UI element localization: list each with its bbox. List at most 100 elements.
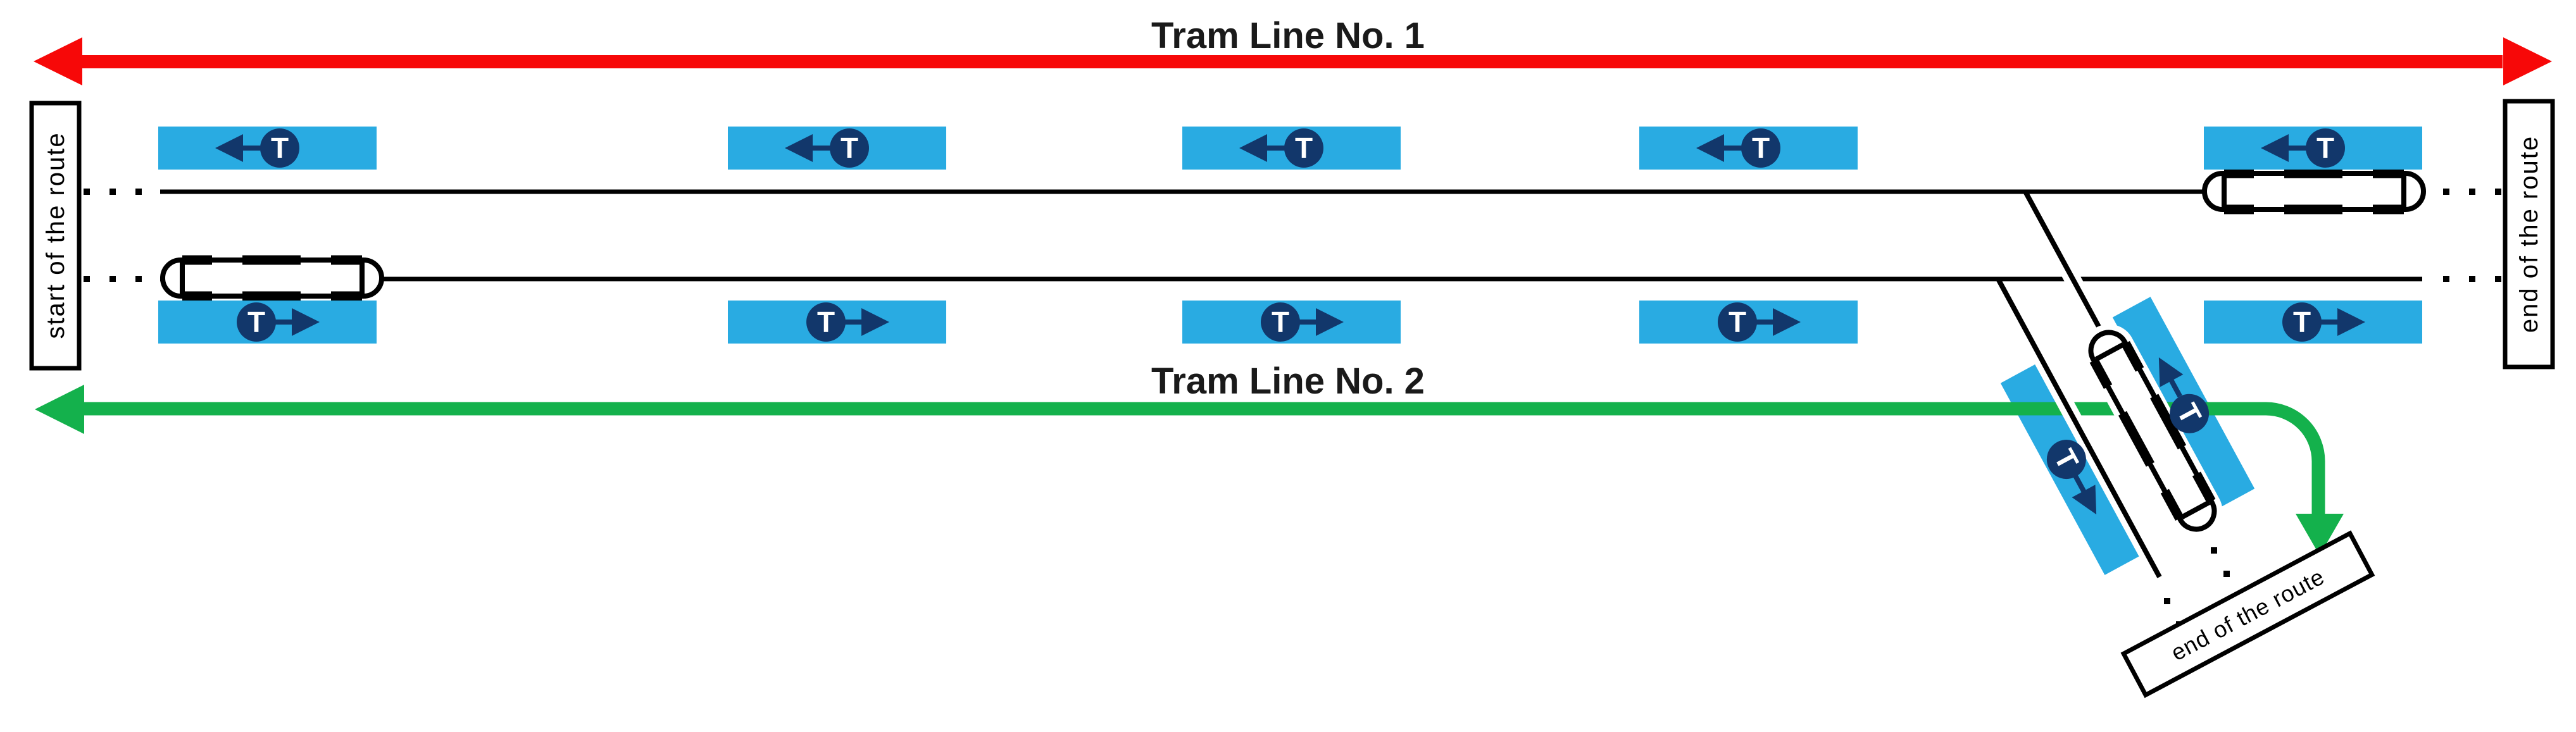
tram-stop-icon bbox=[2170, 394, 2210, 433]
lower-stop-2: T bbox=[728, 301, 946, 344]
tram-cab-dividers bbox=[2094, 342, 2211, 519]
dot bbox=[2443, 189, 2449, 195]
tram-line-2-path bbox=[81, 402, 2325, 514]
left-arrow-icon bbox=[2261, 134, 2289, 162]
tram-edge-bands bbox=[2089, 341, 2216, 521]
tram-stop-icon bbox=[237, 302, 276, 342]
tram-line-2-title: Tram Line No. 2 bbox=[1151, 361, 1425, 402]
tram-stop-icon bbox=[260, 128, 299, 168]
stop-arrow-shaft bbox=[842, 319, 866, 325]
left-arrow-icon bbox=[1239, 134, 1267, 162]
branch-stop-left-marker: T bbox=[2046, 440, 2097, 515]
stop-arrow-shaft bbox=[238, 146, 263, 151]
tram-line-1-arrowhead-left bbox=[34, 37, 82, 85]
endpoint-box-frame bbox=[2503, 99, 2555, 369]
upper-stop-5: T bbox=[2204, 127, 2422, 170]
tram-stop-icon bbox=[830, 128, 869, 168]
tram-cab-dividers bbox=[180, 263, 365, 294]
stop-arrow-shaft bbox=[2318, 319, 2342, 325]
tram-line-2-arrowhead-left bbox=[35, 385, 84, 434]
stop-arrow-shaft bbox=[272, 319, 297, 325]
dot bbox=[2443, 276, 2449, 282]
down-branch-arrow-icon bbox=[2072, 485, 2097, 515]
stop-marker-letter: T bbox=[2293, 306, 2311, 338]
stop-arrow-shaft bbox=[1753, 319, 1778, 325]
tram-body bbox=[2202, 171, 2426, 212]
dot bbox=[135, 189, 142, 195]
tram-stop-icon bbox=[1718, 302, 1757, 342]
tram-stop-icon bbox=[1284, 128, 1323, 168]
stop-marker-letter: T bbox=[841, 132, 858, 164]
tram-stop-icon bbox=[2306, 128, 2345, 168]
dot bbox=[84, 276, 90, 282]
right-arrow-icon bbox=[1316, 308, 1344, 336]
lower-stop-5: T bbox=[2204, 301, 2422, 344]
dot bbox=[2469, 189, 2475, 195]
tram-stop-icon bbox=[2282, 302, 2322, 342]
tram-vehicle-upper-right bbox=[2202, 168, 2426, 214]
start-of-route-label: start of the route bbox=[42, 132, 70, 338]
stop-arrow-shaft bbox=[808, 146, 832, 151]
upper-stop-3: T bbox=[1182, 127, 1401, 170]
dot bbox=[135, 276, 142, 282]
right-arrow-icon bbox=[861, 308, 889, 336]
branch-stop-right-marker: T bbox=[2158, 357, 2210, 433]
lower-stop-3: T bbox=[1182, 301, 1401, 344]
end-of-route-branch-label: end of the route bbox=[2166, 563, 2329, 666]
stop-marker-letter: T bbox=[1295, 132, 1313, 164]
upper-stop-2: T bbox=[728, 127, 946, 170]
dot bbox=[84, 189, 90, 195]
upper-stop-4: T bbox=[1639, 127, 1858, 170]
tram-line-2-route bbox=[35, 385, 2344, 555]
tram-edge-bands bbox=[2224, 168, 2404, 214]
tram-stop-icon bbox=[1261, 302, 1300, 342]
dot bbox=[109, 189, 116, 195]
left-arrow-icon bbox=[1696, 134, 1724, 162]
track-continuation-dots bbox=[84, 189, 2501, 282]
stop-marker-letter: T bbox=[1272, 306, 1289, 338]
dot bbox=[2495, 189, 2501, 195]
stop-arrow-shaft bbox=[2168, 377, 2182, 398]
tram-stop-icon bbox=[2046, 440, 2086, 480]
right-arrow-icon bbox=[292, 308, 320, 336]
lower-stop-1: T bbox=[158, 301, 377, 344]
dot bbox=[2495, 276, 2501, 282]
stop-marker-letter: T bbox=[1729, 306, 1746, 338]
up-branch-arrow-icon bbox=[2158, 357, 2184, 387]
tram-vehicle-lower-left bbox=[160, 255, 384, 301]
stop-marker-letter: T bbox=[1752, 132, 1770, 164]
tram-stop-icon bbox=[1741, 128, 1780, 168]
tram-edge-bands bbox=[182, 255, 362, 301]
tram-body bbox=[160, 257, 384, 299]
dot bbox=[2469, 276, 2475, 282]
right-arrow-icon bbox=[1773, 308, 1801, 336]
branch-rail-2 bbox=[1996, 278, 2162, 578]
tram-line-2-arrowhead-down bbox=[2296, 514, 2344, 555]
stop-marker-letter: T bbox=[817, 306, 835, 338]
end-of-route-box-branch: end of the route bbox=[2120, 530, 2375, 698]
stop-arrow-shaft bbox=[2072, 473, 2087, 493]
tram-line-1-arrow bbox=[34, 37, 2552, 85]
dot bbox=[109, 276, 116, 282]
endpoint-box-frame bbox=[29, 101, 82, 371]
dot bbox=[2164, 598, 2170, 604]
stop-arrow-shaft bbox=[1296, 319, 1321, 325]
dot bbox=[2223, 571, 2230, 577]
stop-marker-letter: T bbox=[2317, 132, 2334, 164]
left-arrow-icon bbox=[215, 134, 243, 162]
stop-marker-letter: T bbox=[271, 132, 289, 164]
tram-line-1-arrowhead-right bbox=[2503, 37, 2552, 85]
end-of-route-label: end of the route bbox=[2515, 135, 2543, 333]
dot bbox=[2211, 547, 2217, 554]
tram-vehicle-branch bbox=[2082, 324, 2223, 538]
endpoint-box-frame bbox=[2120, 530, 2375, 698]
tram-cab-dividers bbox=[2222, 176, 2406, 207]
left-arrow-icon bbox=[785, 134, 813, 162]
stop-arrow-shaft bbox=[1719, 146, 1744, 151]
stop-marker-letter: T bbox=[247, 306, 265, 338]
stop-arrow-shaft bbox=[2284, 146, 2308, 151]
end-of-route-box-right: end of the route bbox=[2503, 99, 2555, 369]
upper-stop-1: T bbox=[158, 127, 377, 170]
